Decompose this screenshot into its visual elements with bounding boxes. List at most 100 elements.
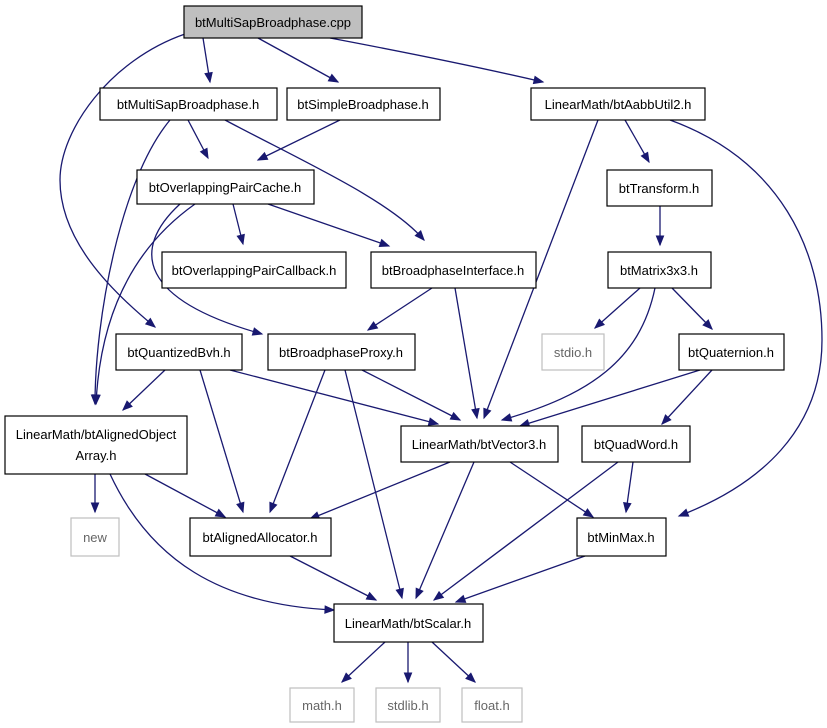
edge-quaternion-to-quadword [661, 369, 713, 425]
edge-matrix3x3-to-vector3 [500, 287, 656, 422]
node-label: btBroadphaseInterface.h [382, 263, 524, 278]
arrowhead [677, 508, 690, 517]
node-btquaternion-h[interactable]: btQuaternion.h [678, 333, 785, 371]
arrowhead [365, 591, 378, 601]
node-btalignedobjectarray-h[interactable]: LinearMath/btAlignedObject Array.h [4, 415, 188, 475]
arrowhead [90, 502, 100, 514]
node-btmultisapbroadphase-h[interactable]: btMultiSapBroadphase.h [99, 87, 278, 121]
node-btbroadphaseproxy-h[interactable]: btBroadphaseProxy.h [267, 333, 416, 371]
node-label: btMultiSapBroadphase.h [117, 97, 259, 112]
arrowhead [251, 327, 264, 336]
edge-broadphase-proxy-to-scalar [344, 369, 404, 600]
edge-quantized-bvh-to-aligned-allocator [199, 369, 245, 514]
node-btmultisapbroadphase-cpp[interactable]: btMultiSapBroadphase.cpp [183, 5, 363, 39]
node-btmatrix3x3-h[interactable]: btMatrix3x3.h [607, 251, 712, 289]
node-label: btMultiSapBroadphase.cpp [195, 15, 351, 30]
edge-minmax-to-scalar [454, 555, 586, 603]
node-label: btMatrix3x3.h [620, 263, 698, 278]
arrowhead [471, 407, 480, 420]
edge-aabbutil-to-vector3 [483, 119, 599, 420]
arrowhead [640, 151, 650, 164]
arrowhead [500, 413, 513, 422]
node-label: btTransform.h [619, 181, 699, 196]
arrowhead [415, 587, 424, 600]
node-label: LinearMath/btAabbUtil2.h [545, 97, 692, 112]
arrowhead [427, 417, 440, 426]
node-new[interactable]: new [70, 517, 120, 557]
arrowhead [403, 672, 413, 684]
node-label: btMinMax.h [587, 530, 654, 545]
edge-root-to-aabbutil-h [329, 37, 545, 85]
arrowhead [144, 317, 157, 328]
edge-overlapping-cache-to-broadphase-interface [267, 203, 391, 247]
node-stdio-h[interactable]: stdio.h [541, 333, 605, 371]
arrowhead [702, 319, 713, 330]
node-btoverlappingpaircache-h[interactable]: btOverlappingPairCache.h [136, 169, 315, 205]
edge-aligned-array-to-new [90, 474, 100, 514]
arrowhead [454, 594, 467, 603]
arrowhead [582, 508, 595, 518]
node-btbroadphaseinterface-h[interactable]: btBroadphaseInterface.h [370, 251, 537, 289]
node-label: btOverlappingPairCache.h [149, 180, 301, 195]
arrowhead [432, 590, 445, 601]
edge-vector3-to-minmax [509, 461, 595, 518]
node-stdlib-h[interactable]: stdlib.h [375, 687, 441, 723]
edge-aligned-allocator-to-scalar [289, 555, 378, 601]
arrowhead [269, 501, 278, 514]
arrowhead [661, 414, 672, 425]
arrowhead [341, 672, 352, 683]
node-label: stdlib.h [387, 698, 428, 713]
node-label: stdio.h [554, 345, 592, 360]
node-label: btSimpleBroadphase.h [297, 97, 429, 112]
node-bttransform-h[interactable]: btTransform.h [606, 169, 713, 207]
arrowhead [324, 605, 336, 614]
edge-simple-to-overlapping-cache [256, 119, 341, 161]
node-btalignedallocator-h[interactable]: btAlignedAllocator.h [189, 517, 332, 557]
edge-quaternion-to-vector3 [518, 369, 701, 428]
edge-transform-to-matrix3x3 [655, 206, 665, 247]
arrowhead [214, 508, 227, 518]
node-btquadword-h[interactable]: btQuadWord.h [581, 425, 691, 463]
node-label: LinearMath/btScalar.h [345, 616, 471, 631]
node-btquantizedbvh-h[interactable]: btQuantizedBvh.h [115, 333, 243, 371]
edge-matrix3x3-to-quaternion [671, 287, 713, 330]
node-label: math.h [302, 698, 342, 713]
edge-scalar-to-stdlib-h [403, 642, 413, 684]
node-label: btOverlappingPairCallback.h [172, 263, 337, 278]
node-label-line1: LinearMath/btAlignedObject [16, 427, 177, 442]
node-label-line2: Array.h [76, 448, 117, 463]
edge-root-to-quantized-bvh-h [59, 33, 186, 328]
arrowhead [532, 75, 545, 85]
edge-quadword-to-scalar [432, 461, 619, 601]
edge-matrix3x3-to-stdio [593, 287, 641, 329]
edge-broadphase-interface-to-vector3 [454, 287, 480, 420]
arrowhead [236, 501, 245, 514]
node-float-h[interactable]: float.h [461, 687, 523, 723]
arrowhead [92, 394, 101, 406]
edge-overlapping-cache-to-aligned-array [92, 203, 196, 406]
edge-multisap-to-overlapping-cache [187, 119, 209, 160]
arrowhead [449, 411, 462, 421]
arrowhead [378, 238, 391, 247]
arrowhead [256, 151, 269, 161]
arrowhead [395, 587, 404, 600]
arrowhead [327, 73, 340, 83]
node-math-h[interactable]: math.h [289, 687, 355, 723]
edge-overlapping-cache-to-callback [232, 203, 245, 246]
arrowhead [199, 147, 209, 160]
node-btvector3-h[interactable]: LinearMath/btVector3.h [400, 425, 559, 463]
edge-vector3-to-scalar [415, 461, 475, 600]
node-label: float.h [474, 698, 509, 713]
edge-overlapping-cache-to-broadphase-proxy [151, 203, 264, 336]
node-btsimplebroadphase-h[interactable]: btSimpleBroadphase.h [286, 87, 441, 121]
node-label: btAlignedAllocator.h [203, 530, 318, 545]
node-label: btBroadphaseProxy.h [279, 345, 403, 360]
node-btminmax-h[interactable]: btMinMax.h [576, 517, 667, 557]
node-label: btQuaternion.h [688, 345, 774, 360]
arrowhead [236, 233, 245, 246]
edge-root-to-simple-broadphase-h [257, 37, 340, 83]
edge-scalar-to-math-h [341, 641, 386, 683]
node-btscalar-h[interactable]: LinearMath/btScalar.h [333, 603, 484, 643]
node-btoverlappingpaircallback-h[interactable]: btOverlappingPairCallback.h [161, 251, 347, 289]
node-btaabbutil2-h[interactable]: LinearMath/btAabbUtil2.h [530, 87, 706, 121]
